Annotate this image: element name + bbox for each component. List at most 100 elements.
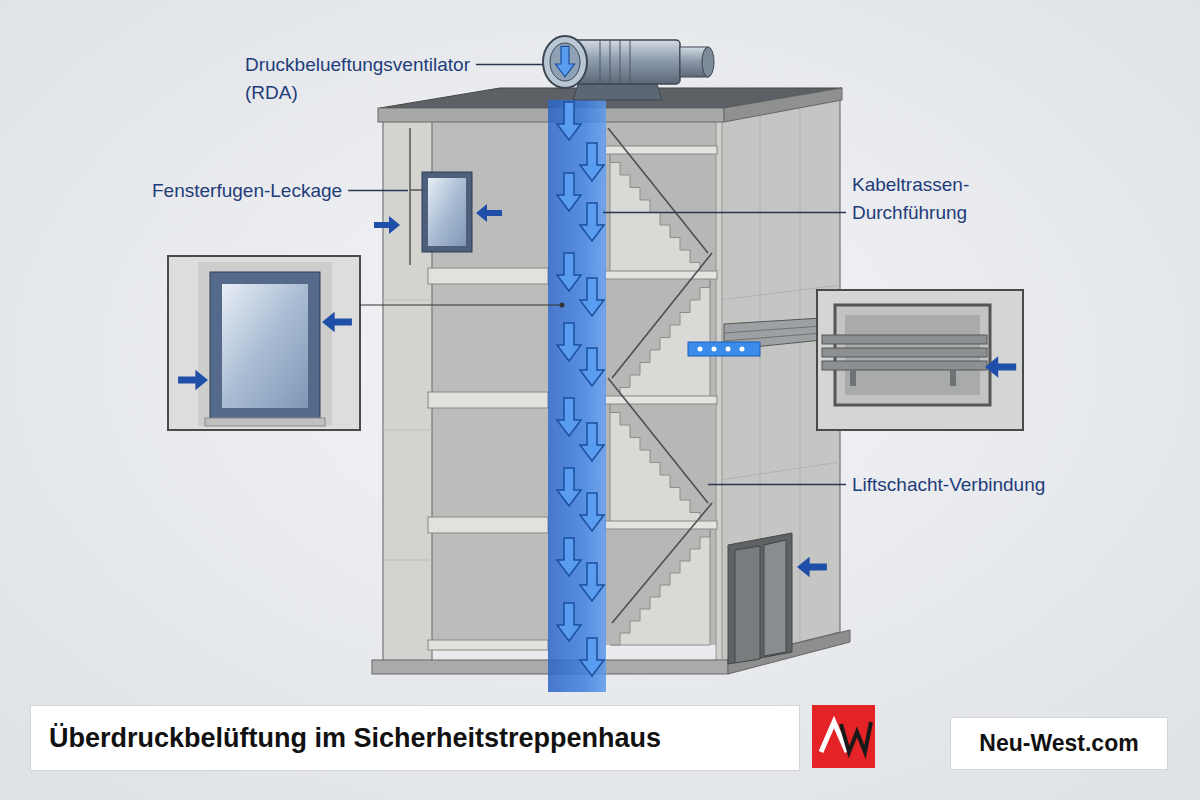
pressure-shaft	[557, 253, 581, 291]
leader-line	[603, 212, 846, 213]
title-bar: Überdruckbelüftung im Sicherheitstreppen…	[30, 705, 800, 771]
cable-inset	[985, 356, 1016, 378]
staircase	[610, 525, 710, 645]
window-leakage	[428, 178, 466, 246]
cable-tray	[712, 347, 717, 352]
window-leakage	[409, 128, 411, 265]
node-text: Neu-West.com	[979, 730, 1138, 757]
pressure-shaft	[557, 603, 581, 641]
cable-inset	[817, 290, 1023, 430]
title-text: Überdruckbelüftung im Sicherheitstreppen…	[49, 723, 661, 754]
lift-shaft-door	[735, 546, 760, 663]
staircase	[605, 521, 717, 529]
pressure-fan	[600, 40, 601, 84]
pressure-fan	[543, 36, 587, 88]
pressure-shaft	[580, 348, 604, 386]
staircase	[605, 128, 717, 645]
lift-shaft-door	[764, 540, 786, 656]
building	[716, 116, 722, 662]
staircase	[608, 378, 708, 503]
cable-inset	[822, 361, 987, 370]
cable-tray	[724, 333, 822, 341]
building	[383, 560, 432, 561]
pressure-shaft	[548, 100, 606, 692]
window-inset	[168, 256, 565, 430]
roof	[724, 88, 842, 122]
building	[428, 517, 548, 533]
window-inset	[222, 284, 308, 408]
window-leakage	[374, 216, 400, 234]
staircase	[605, 271, 717, 279]
cable-inset	[822, 348, 987, 357]
window-inset	[198, 262, 332, 426]
pressure-shaft	[580, 278, 604, 316]
cable-inset	[822, 335, 987, 344]
lift-shaft-door	[728, 533, 827, 664]
pressure-shaft	[557, 538, 581, 576]
lift-shaft-door	[728, 533, 792, 664]
window-inset	[168, 256, 360, 430]
brand-logo	[812, 705, 875, 768]
window-leakage	[422, 172, 472, 252]
leader-line	[476, 64, 543, 65]
leader-line	[708, 484, 846, 485]
cable-tray	[688, 318, 822, 356]
building	[720, 462, 840, 480]
window-leakage	[374, 128, 502, 265]
brand-box: Neu-West.com	[950, 717, 1168, 770]
pressure-shaft	[557, 173, 581, 211]
staircase	[610, 275, 710, 400]
pressure-shaft	[580, 203, 604, 241]
building	[428, 392, 548, 408]
window-inset	[360, 304, 562, 305]
staircase	[612, 253, 712, 378]
window-inset	[205, 418, 325, 426]
pressure-shaft	[557, 102, 581, 140]
window-inset	[178, 370, 208, 391]
callout-label: Druckbelueftungsventilator (RDA)	[245, 51, 495, 107]
pressure-shaft	[580, 493, 604, 531]
cable-inset	[950, 370, 956, 386]
pressure-shaft	[557, 323, 581, 361]
leader-line	[348, 190, 408, 191]
building	[428, 640, 548, 650]
staircase	[610, 400, 710, 525]
pressure-fan	[610, 40, 611, 84]
pressure-shaft	[557, 398, 581, 436]
building	[428, 268, 548, 284]
cable-tray	[724, 326, 822, 333]
pressure-fan	[620, 40, 621, 84]
staircase	[605, 396, 717, 404]
callout-label: Fensterfugen-Leckage	[152, 177, 392, 205]
pressure-fan	[543, 36, 714, 100]
building	[800, 97, 801, 641]
cable-inset	[817, 290, 1023, 430]
window-leakage	[476, 204, 502, 222]
cable-tray	[726, 347, 731, 352]
pressure-shaft	[557, 468, 581, 506]
cable-tray	[688, 342, 760, 356]
building	[383, 430, 432, 431]
window-inset	[322, 312, 352, 333]
pressure-fan	[555, 46, 574, 76]
cable-tray	[740, 347, 745, 352]
cable-tray	[698, 347, 703, 352]
pressure-shaft	[580, 423, 604, 461]
staircase	[612, 503, 712, 623]
pressure-shaft	[548, 100, 606, 692]
building	[383, 90, 840, 662]
pressure-shaft	[580, 638, 604, 676]
pressure-fan	[550, 43, 580, 81]
staircase	[605, 146, 717, 154]
callout-label: Liftschacht-Verbindung	[852, 471, 1152, 499]
staircase	[608, 128, 708, 253]
lift-shaft-door	[797, 557, 827, 578]
pressure-fan	[630, 40, 631, 84]
window-leakage	[410, 189, 422, 191]
building	[383, 300, 432, 301]
